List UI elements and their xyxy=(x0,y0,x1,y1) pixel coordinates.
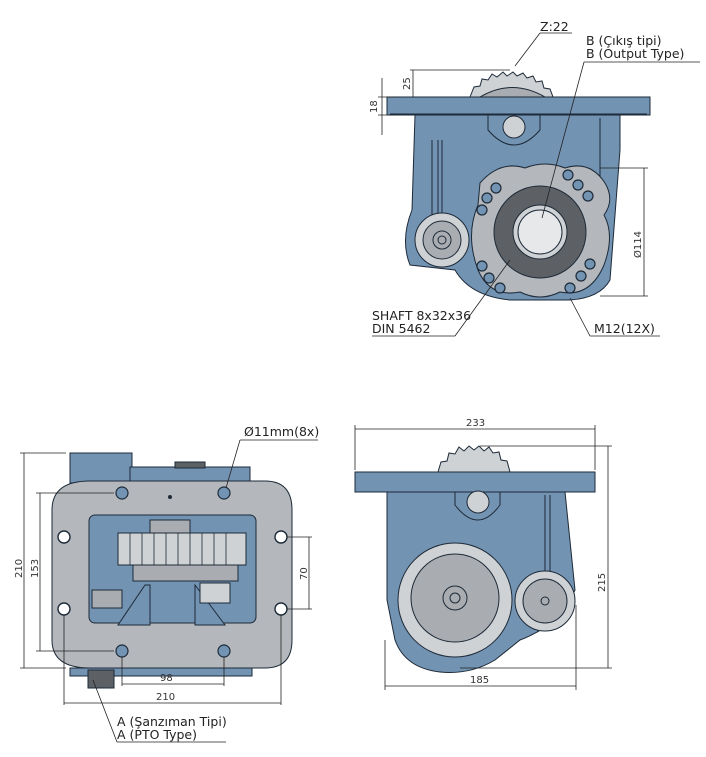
output-type-label-tr: B (Çıkış tipi) xyxy=(586,33,661,48)
flange-bolt-holes xyxy=(476,169,596,294)
dim-width-top: 233 xyxy=(466,418,485,429)
mounting-flange-view: Ø11mm(8x) 210 153 70 98 210 A (Şanzıman … xyxy=(14,424,319,743)
pto-plug xyxy=(87,669,115,689)
dim-gear-height: 25 xyxy=(402,77,413,90)
dim-total-height: 210 xyxy=(14,559,25,578)
rear-gear xyxy=(437,445,511,473)
top-flange xyxy=(386,96,651,116)
output-flange-view: Z:22 B (Çıkış tipi) B (Output Type) SHAF… xyxy=(369,19,700,337)
dim-hole-vertical-inner: 70 xyxy=(299,567,310,580)
dimension-lines-rear xyxy=(354,425,612,690)
pto-type-label-tr: A (Şanzıman Tipi) xyxy=(117,714,227,729)
rear-top-flange xyxy=(354,471,596,493)
dim-height: 215 xyxy=(597,573,608,592)
top-block xyxy=(69,452,133,484)
dim-hole-horizontal-outer: 210 xyxy=(156,692,175,703)
top-gear xyxy=(469,71,554,98)
dim-flange-thickness: 18 xyxy=(369,100,380,113)
main-gear xyxy=(117,532,247,566)
rear-view: 233 215 185 xyxy=(354,418,612,690)
dim-width-bottom: 185 xyxy=(470,675,489,686)
shaft-label-2: DIN 5462 xyxy=(372,321,430,336)
shaft-label-1: SHAFT 8x32x36 xyxy=(372,308,471,323)
mounting-holes xyxy=(57,486,288,658)
pto-type-label-en: A (PTO Type) xyxy=(117,727,197,742)
dimension-lines-top xyxy=(372,32,700,337)
splined-shaft xyxy=(517,209,563,255)
dim-bolt-circle: Ø114 xyxy=(632,231,644,258)
shaft-sleeve xyxy=(132,564,239,582)
output-type-label-en: B (Output Type) xyxy=(586,46,684,61)
dim-hole-vertical-outer: 153 xyxy=(30,559,41,578)
dimension-lines-left xyxy=(20,439,318,743)
top-boss-hole xyxy=(502,115,526,139)
bolt-label: M12(12X) xyxy=(594,321,655,336)
mounting-hole-label: Ø11mm(8x) xyxy=(244,424,319,439)
gear-teeth-label: Z:22 xyxy=(540,19,569,34)
dim-hole-horizontal-inner: 98 xyxy=(160,673,173,684)
